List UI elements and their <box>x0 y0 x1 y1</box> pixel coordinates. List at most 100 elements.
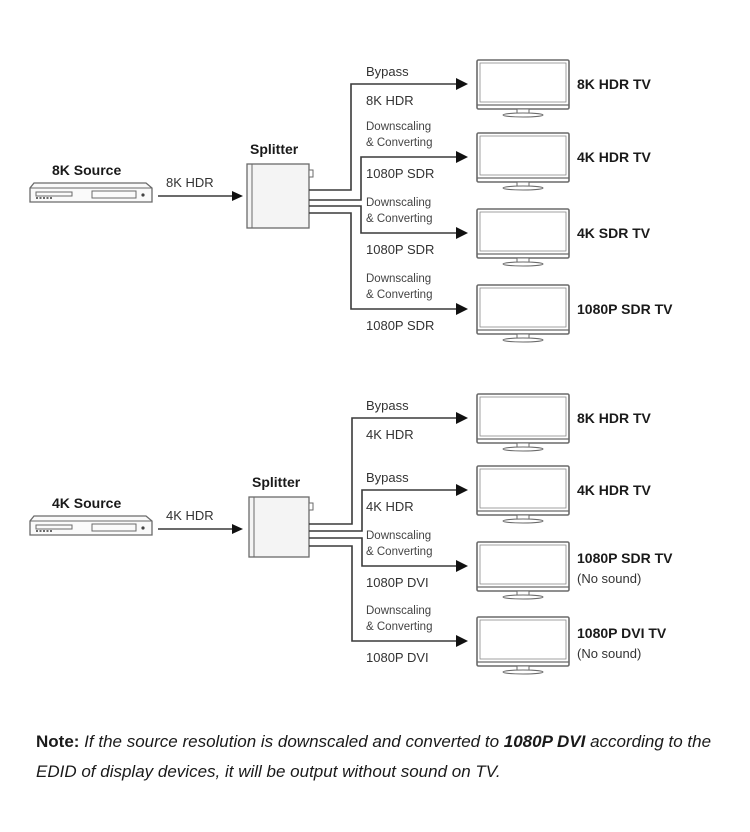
splitter-icon <box>246 163 314 229</box>
tv-screen <box>479 396 567 437</box>
tv-icon <box>476 616 570 675</box>
tv-screen <box>479 135 567 176</box>
display-panel <box>91 190 137 199</box>
tv-icon <box>476 393 570 452</box>
process-label: Downscaling & Converting <box>366 605 433 633</box>
note-text-2: according to the EDID of display devices… <box>36 732 712 781</box>
output-arrowhead <box>456 303 468 315</box>
output-connector <box>309 212 458 310</box>
tv-stand <box>502 518 544 524</box>
output-signal-label: 4K HDR <box>366 499 414 514</box>
output-connector <box>309 545 458 642</box>
tv-stand <box>502 337 544 343</box>
tv-stand <box>502 112 544 118</box>
splitter-port <box>308 502 314 511</box>
output-connector <box>309 537 458 567</box>
process-label: Bypass <box>366 64 409 79</box>
input-arrowhead <box>232 524 243 534</box>
section-4k <box>29 393 570 675</box>
process-label: Downscaling & Converting <box>366 197 433 225</box>
splitter-label: Splitter <box>250 141 299 157</box>
output-connector <box>309 489 458 532</box>
input-arrowhead <box>232 191 243 201</box>
output-arrowhead <box>456 227 468 239</box>
button-dot <box>39 197 42 199</box>
output-signal-label: 1080P DVI <box>366 575 429 590</box>
tv-label: 4K SDR TV <box>577 225 651 241</box>
tv-icon <box>476 284 570 343</box>
process-label: Bypass <box>366 398 409 413</box>
output-connector <box>309 83 458 191</box>
tv-label: 1080P SDR TV <box>577 301 673 317</box>
note-emphasis: 1080P DVI <box>503 732 586 751</box>
process-label: Downscaling & Converting <box>366 273 433 301</box>
button-dot <box>43 530 45 532</box>
power-led <box>141 193 145 197</box>
tv-icon <box>476 132 570 191</box>
tv-label: 4K HDR TV <box>577 482 651 498</box>
tv-label: 1080P DVI TV <box>577 625 667 641</box>
note-prefix: Note: <box>36 732 80 751</box>
section-8k <box>29 59 570 343</box>
source-label: 8K Source <box>52 162 122 178</box>
output-signal-label: 1080P SDR <box>366 166 435 181</box>
tv-stand <box>502 594 544 600</box>
source-device-icon <box>29 515 153 536</box>
button-dot <box>39 530 42 532</box>
source-device-icon <box>29 182 153 203</box>
output-arrowhead <box>456 78 468 90</box>
process-label: Downscaling & Converting <box>366 121 433 149</box>
tv-label: 8K HDR TV <box>577 410 651 426</box>
button-dot <box>36 197 38 199</box>
tv-screen <box>479 62 567 103</box>
tv-label: 4K HDR TV <box>577 149 651 165</box>
button-dot <box>46 197 49 199</box>
note-text-1: If the source resolution is downscaled a… <box>79 732 504 751</box>
disc-slot <box>35 524 73 530</box>
power-led <box>141 526 145 530</box>
output-arrowhead <box>456 151 468 163</box>
tv-screen <box>479 544 567 585</box>
output-signal-label: 8K HDR <box>366 93 414 108</box>
tv-stand <box>502 446 544 452</box>
input-signal-label: 4K HDR <box>166 508 214 523</box>
output-connector <box>309 156 458 201</box>
tv-screen <box>479 619 567 660</box>
button-dot <box>46 530 49 532</box>
button-dot <box>43 197 45 199</box>
output-signal-label: 1080P SDR <box>366 242 435 257</box>
output-signal-label: 1080P SDR <box>366 318 435 333</box>
splitter-label: Splitter <box>252 474 301 490</box>
tv-label: 8K HDR TV <box>577 76 651 92</box>
tv-note: (No sound) <box>577 646 642 661</box>
process-label: Downscaling & Converting <box>366 530 433 558</box>
output-signal-label: 4K HDR <box>366 427 414 442</box>
tv-note: (No sound) <box>577 571 642 586</box>
tv-stand <box>502 669 544 675</box>
output-signal-label: 1080P DVI <box>366 650 429 665</box>
output-arrowhead <box>456 560 468 572</box>
button-dot <box>50 197 52 199</box>
button-dot <box>50 530 52 532</box>
output-arrowhead <box>456 484 468 496</box>
display-panel <box>91 523 137 532</box>
splitter-icon <box>248 496 314 558</box>
tv-icon <box>476 541 570 600</box>
tv-screen <box>479 287 567 328</box>
tv-label: 1080P SDR TV <box>577 550 673 566</box>
splitter-body <box>246 163 310 229</box>
tv-icon <box>476 208 570 267</box>
output-arrowhead <box>456 412 468 424</box>
tv-icon <box>476 465 570 524</box>
output-connector <box>309 417 458 525</box>
footnote: Note: If the source resolution is downsc… <box>36 727 736 787</box>
tv-icon <box>476 59 570 118</box>
output-connector <box>309 205 458 234</box>
disc-slot <box>35 191 73 197</box>
tv-screen <box>479 211 567 252</box>
process-label: Bypass <box>366 470 409 485</box>
tv-stand <box>502 261 544 267</box>
button-dot <box>36 530 38 532</box>
tv-screen <box>479 468 567 509</box>
